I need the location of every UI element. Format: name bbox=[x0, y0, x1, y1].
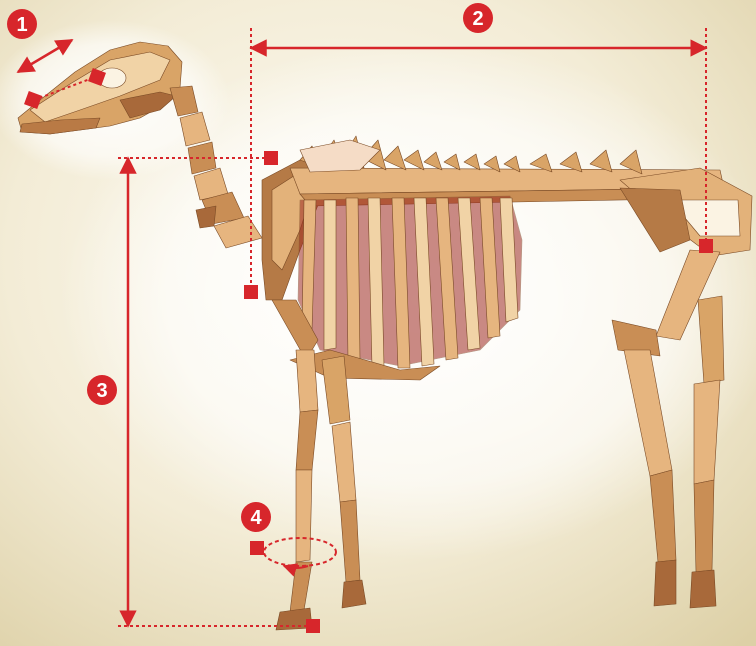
marker-3a bbox=[264, 151, 278, 165]
measure-1-number: 1 bbox=[16, 14, 27, 36]
measure-2-badge: 2 bbox=[463, 3, 493, 33]
measure-4-badge: 4 bbox=[241, 502, 271, 532]
measure-2-number: 2 bbox=[472, 8, 483, 30]
measure-3-badge: 3 bbox=[87, 375, 117, 405]
marker-2a bbox=[244, 285, 258, 299]
marker-3b bbox=[306, 619, 320, 633]
measure-1-badge: 1 bbox=[7, 9, 37, 39]
marker-4 bbox=[250, 541, 264, 555]
marker-2b bbox=[699, 239, 713, 253]
measure-4-number: 4 bbox=[250, 507, 262, 529]
measure-3-number: 3 bbox=[96, 380, 107, 402]
